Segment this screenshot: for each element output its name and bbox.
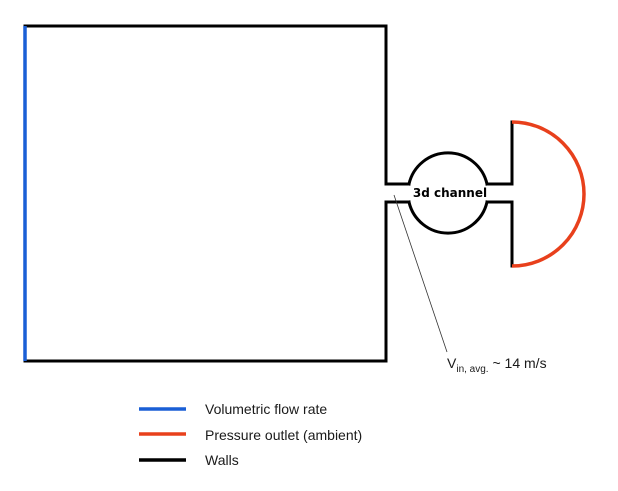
channel-label: 3d channel — [413, 186, 487, 200]
legend-item-outlet: Pressure outlet (ambient) — [139, 427, 362, 443]
channel-chamber-lower-arc — [407, 200, 489, 235]
legend-item-walls: Walls — [139, 452, 239, 468]
velocity-value: ~ 14 m/s — [489, 355, 547, 371]
velocity-subscript: in, avg. — [456, 364, 488, 375]
legend-item-inlet: Volumetric flow rate — [139, 401, 327, 417]
velocity-leader-line — [393, 194, 448, 353]
velocity-symbol: V — [447, 355, 457, 371]
legend-label-walls: Walls — [205, 452, 239, 468]
channel-chamber-upper-arc — [407, 151, 489, 186]
legend: Volumetric flow rate Pressure outlet (am… — [139, 401, 362, 468]
legend-label-outlet: Pressure outlet (ambient) — [205, 427, 362, 443]
walls — [23, 24, 514, 363]
velocity-annotation: Vin, avg. ~ 14 m/s — [447, 355, 547, 375]
legend-label-inlet: Volumetric flow rate — [205, 401, 327, 417]
outlet-boundary — [511, 120, 586, 268]
